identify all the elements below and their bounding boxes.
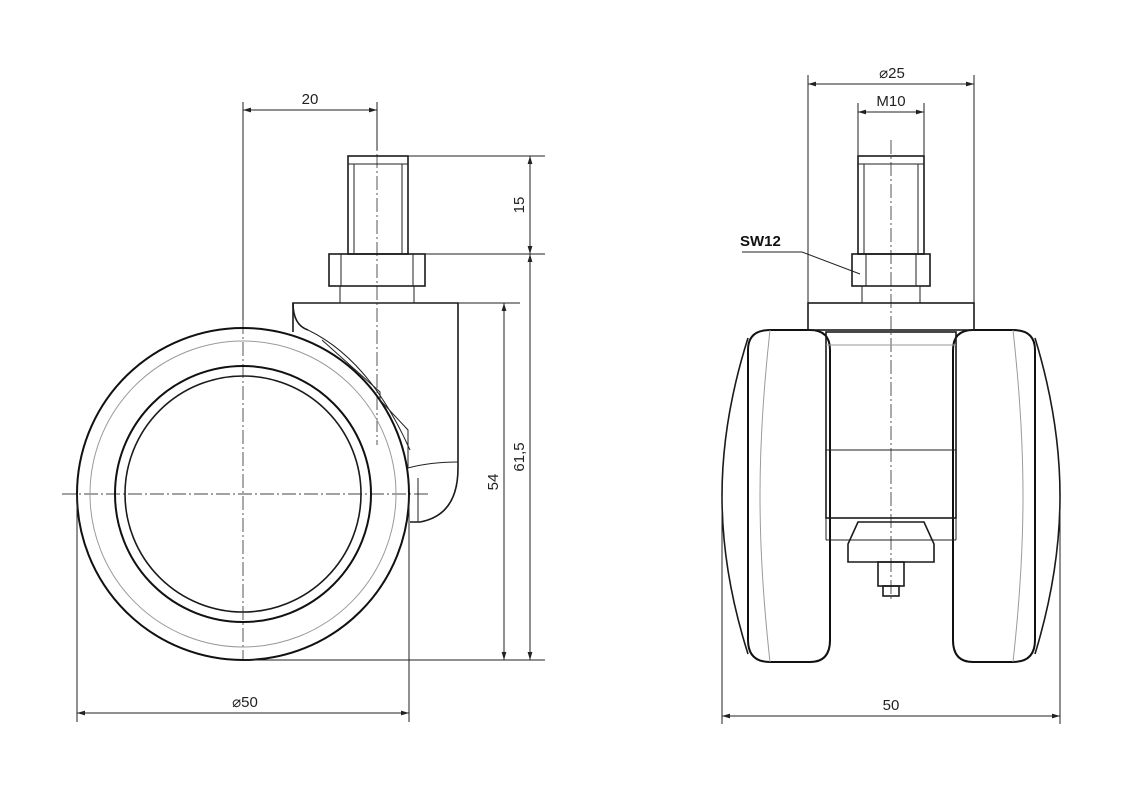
wrench-size-callout: SW12 <box>740 233 861 275</box>
hex-nut-collar <box>339 285 415 304</box>
housing-arc-inner <box>307 329 411 451</box>
threaded-stem-side <box>347 155 409 255</box>
wheel-rim-outer <box>114 365 372 623</box>
dim-thread: M10 <box>857 93 925 156</box>
dim-axle-height: 54 <box>243 302 520 661</box>
dim-wheel-diameter-text: ⌀50 <box>232 694 258 711</box>
housing-body <box>292 302 459 523</box>
dim-housing-diameter: ⌀25 <box>807 65 975 303</box>
housing-arc-outer <box>321 339 459 469</box>
dim-stem-length-text: 15 <box>511 197 528 214</box>
wheel-rim-inner <box>124 375 362 613</box>
front-housing <box>825 331 957 519</box>
dim-wheel-diameter: ⌀50 <box>76 494 410 722</box>
axle-tip <box>882 585 900 597</box>
dim-total-height-text: 61,5 <box>511 442 528 471</box>
dim-overall-width-text: 50 <box>883 697 900 714</box>
dim-stem-length: 15 <box>408 155 545 255</box>
axle-nut <box>847 521 935 563</box>
right-wheel <box>952 329 1061 663</box>
threaded-stem-front <box>857 155 925 255</box>
dim-axle-height-text: 54 <box>485 474 502 491</box>
side-view: 20 15 54 61,5 ⌀50 <box>62 91 545 722</box>
left-wheel <box>721 329 831 663</box>
dim-thread-text: M10 <box>876 93 905 110</box>
dim-total-height: 61,5 <box>504 254 545 661</box>
housing-shoulder <box>292 302 309 331</box>
dim-stem-offset-text: 20 <box>302 91 319 108</box>
dim-housing-diameter-text: ⌀25 <box>879 65 905 82</box>
dim-stem-offset: 20 <box>242 91 378 320</box>
front-view: ⌀25 M10 SW12 50 <box>721 65 1061 724</box>
dim-overall-width: 50 <box>721 496 1061 724</box>
wrench-size-label: SW12 <box>740 233 781 250</box>
hex-nut-front-collar <box>861 285 921 304</box>
wheel-tread-line <box>89 340 397 648</box>
